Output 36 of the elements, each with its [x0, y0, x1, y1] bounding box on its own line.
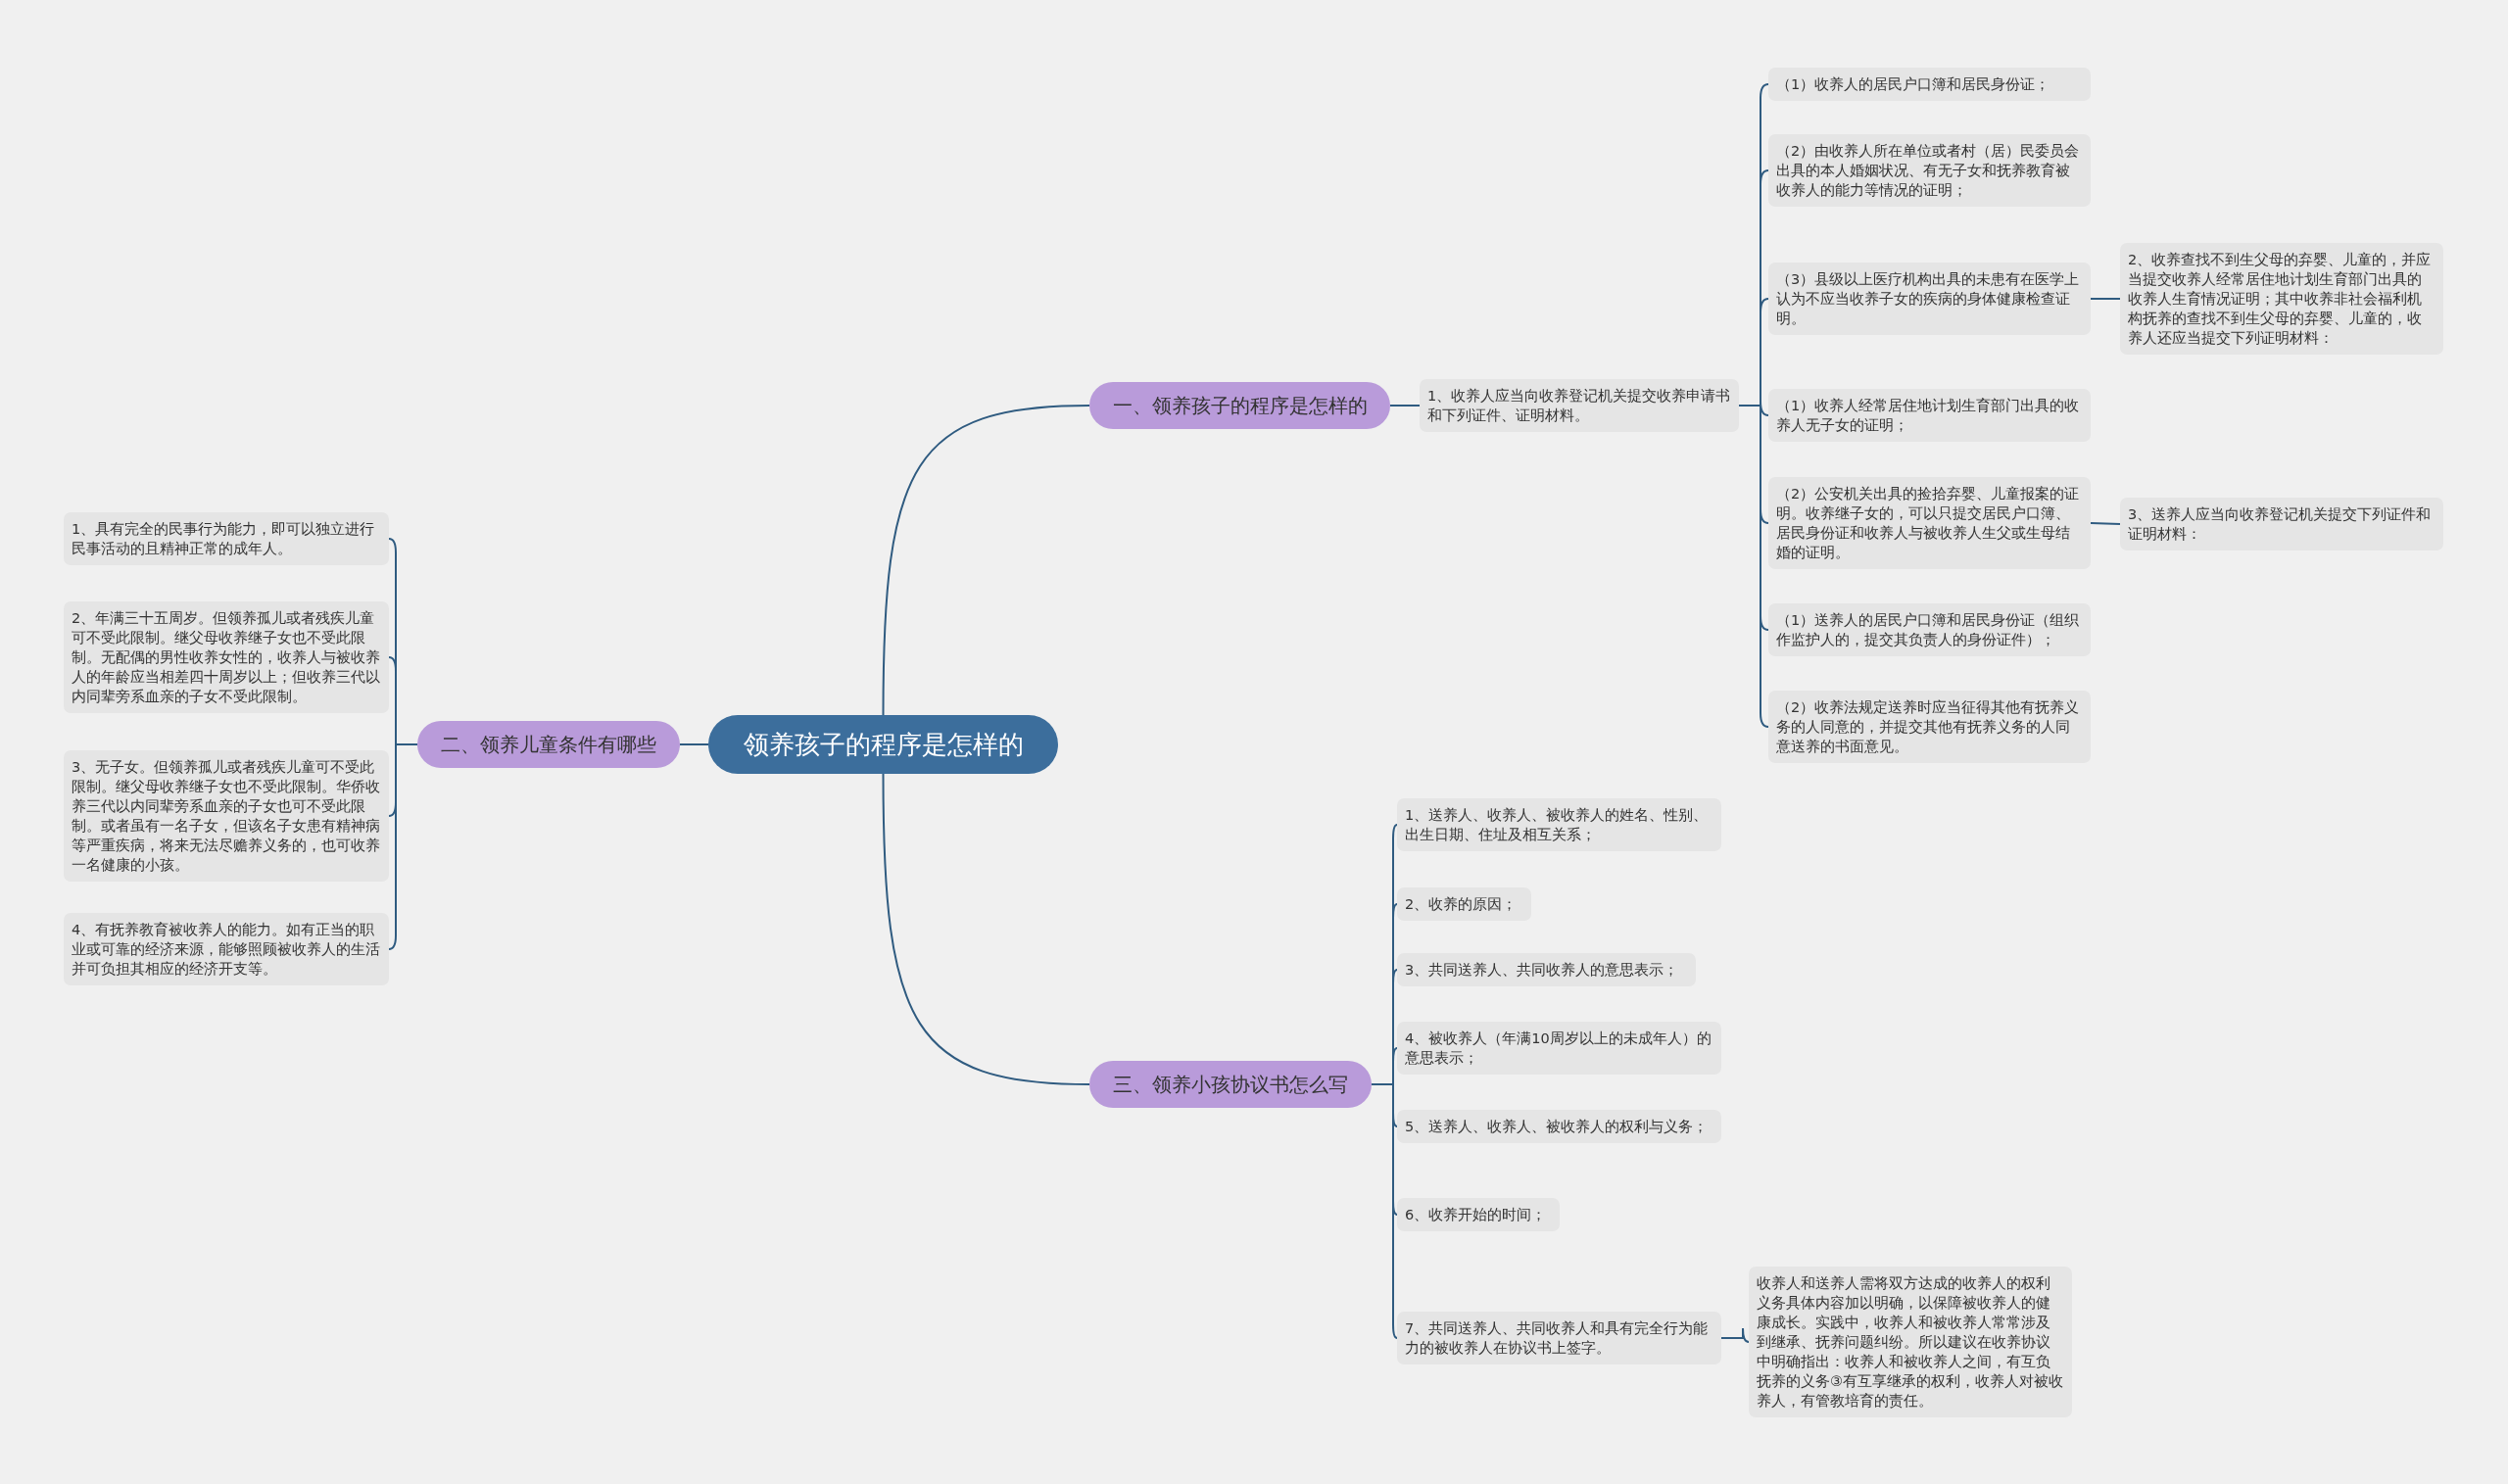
text-box: 1、送养人、收养人、被收养人的姓名、性别、出生日期、住址及相互关系； [1397, 798, 1721, 851]
connector-line [1389, 405, 1421, 407]
text-box: 2、收养查找不到生父母的弃婴、儿童的，并应当提交收养人经常居住地计划生育部门出具的收养人生育情况证明；其中收养非社会福利机构抚养的查找不到生父母的弃婴、儿童的，收养人还应当提交下列证明材料： [2120, 243, 2443, 355]
connector-line [2090, 298, 2121, 300]
text-box: （1）收养人经常居住地计划生育部门出具的收养人无子女的证明； [1768, 389, 2091, 442]
text-box: （2）由收养人所在单位或者村（居）民委员会出具的本人婚姻状况、有无子女和抚养教育被收养人的能力等情况的证明； [1768, 134, 2091, 207]
text-box: （2）收养法规定送养时应当征得其他有抚养义务的人同意的，并提交其他有抚养义务的人同意送养的书面意见。 [1768, 691, 2091, 763]
text-box: 3、无子女。但领养孤儿或者残疾儿童可不受此限制。继父母收养继子女也不受此限制。华侨收养三代以内同辈旁系血亲的子女也可不受此限制。或者虽有一名子女，但该名子女患有精神病等严重疾病，将来无法尽赡养义务的，也可收养一名健康的小孩。 [64, 750, 389, 882]
branch-topic: 一、领养孩子的程序是怎样的 [1089, 382, 1390, 429]
text-box: 4、有抚养教育被收养人的能力。如有正当的职业或可靠的经济来源，能够照顾被收养人的生活并可负担其相应的经济开支等。 [64, 913, 389, 985]
text-box: 3、送养人应当向收养登记机关提交下列证件和证明材料： [2120, 498, 2443, 551]
text-box: （2）公安机关出具的捡拾弃婴、儿童报案的证明。收养继子女的，可以只提交居民户口簿、居民身份证和收养人与被收养人生父或生母结婚的证明。 [1768, 477, 2091, 569]
text-box: 1、具有完全的民事行为能力，即可以独立进行民事活动的且精神正常的成年人。 [64, 512, 389, 565]
branch-topic: 二、领养儿童条件有哪些 [417, 721, 680, 768]
connector-line [882, 773, 1090, 1085]
connector-line [1738, 405, 1769, 728]
connector-line [679, 743, 709, 745]
text-box: 4、被收养人（年满10周岁以上的未成年人）的意思表示； [1397, 1022, 1721, 1075]
text-box: 2、年满三十五周岁。但领养孤儿或者残疾儿童可不受此限制。继父母收养继子女也不受此限制。无配偶的男性收养女性的，收养人与被收养人的年龄应当相差四十周岁以上；但收养三代以内同辈旁系血亲的子女不受此限制。 [64, 601, 389, 713]
text-box: 5、送养人、收养人、被收养人的权利与义务； [1397, 1110, 1721, 1143]
central-topic: 领养孩子的程序是怎样的 [708, 715, 1058, 774]
text-box: 1、收养人应当向收养登记机关提交收养申请书和下列证件、证明材料。 [1420, 379, 1739, 432]
connector-line [2090, 522, 2121, 525]
text-box: （3）县级以上医疗机构出具的未患有在医学上认为不应当收养子女的疾病的身体健康检查证明。 [1768, 263, 2091, 335]
text-box: （1）送养人的居民户口簿和居民身份证（组织作监护人的，提交其负责人的身份证件）； [1768, 603, 2091, 656]
branch-topic: 三、领养小孩协议书怎么写 [1089, 1061, 1372, 1108]
text-box: 7、共同送养人、共同收养人和具有完全行为能力的被收养人在协议书上签字。 [1397, 1312, 1721, 1364]
text-box: 收养人和送养人需将双方达成的收养人的权利义务具体内容加以明确，以保障被收养人的健康成长。实践中，收养人和被收养人常常涉及到继承、抚养问题纠纷。所以建议在收养协议中明确指出：收养人和被收养人之间，有互负抚养的义务③有互享继承的权利，收养人对被收养人，有管教培育的责任。 [1749, 1267, 2072, 1417]
connector-line [882, 405, 1090, 716]
connector-line [388, 743, 418, 950]
text-box: （1）收养人的居民户口簿和居民身份证； [1768, 68, 2091, 101]
text-box: 2、收养的原因； [1397, 887, 1531, 921]
text-box: 3、共同送养人、共同收养人的意思表示； [1397, 953, 1696, 986]
text-box: 6、收养开始的时间； [1397, 1198, 1560, 1231]
connector-line [1720, 1327, 1750, 1343]
connector-line [1371, 1083, 1398, 1339]
